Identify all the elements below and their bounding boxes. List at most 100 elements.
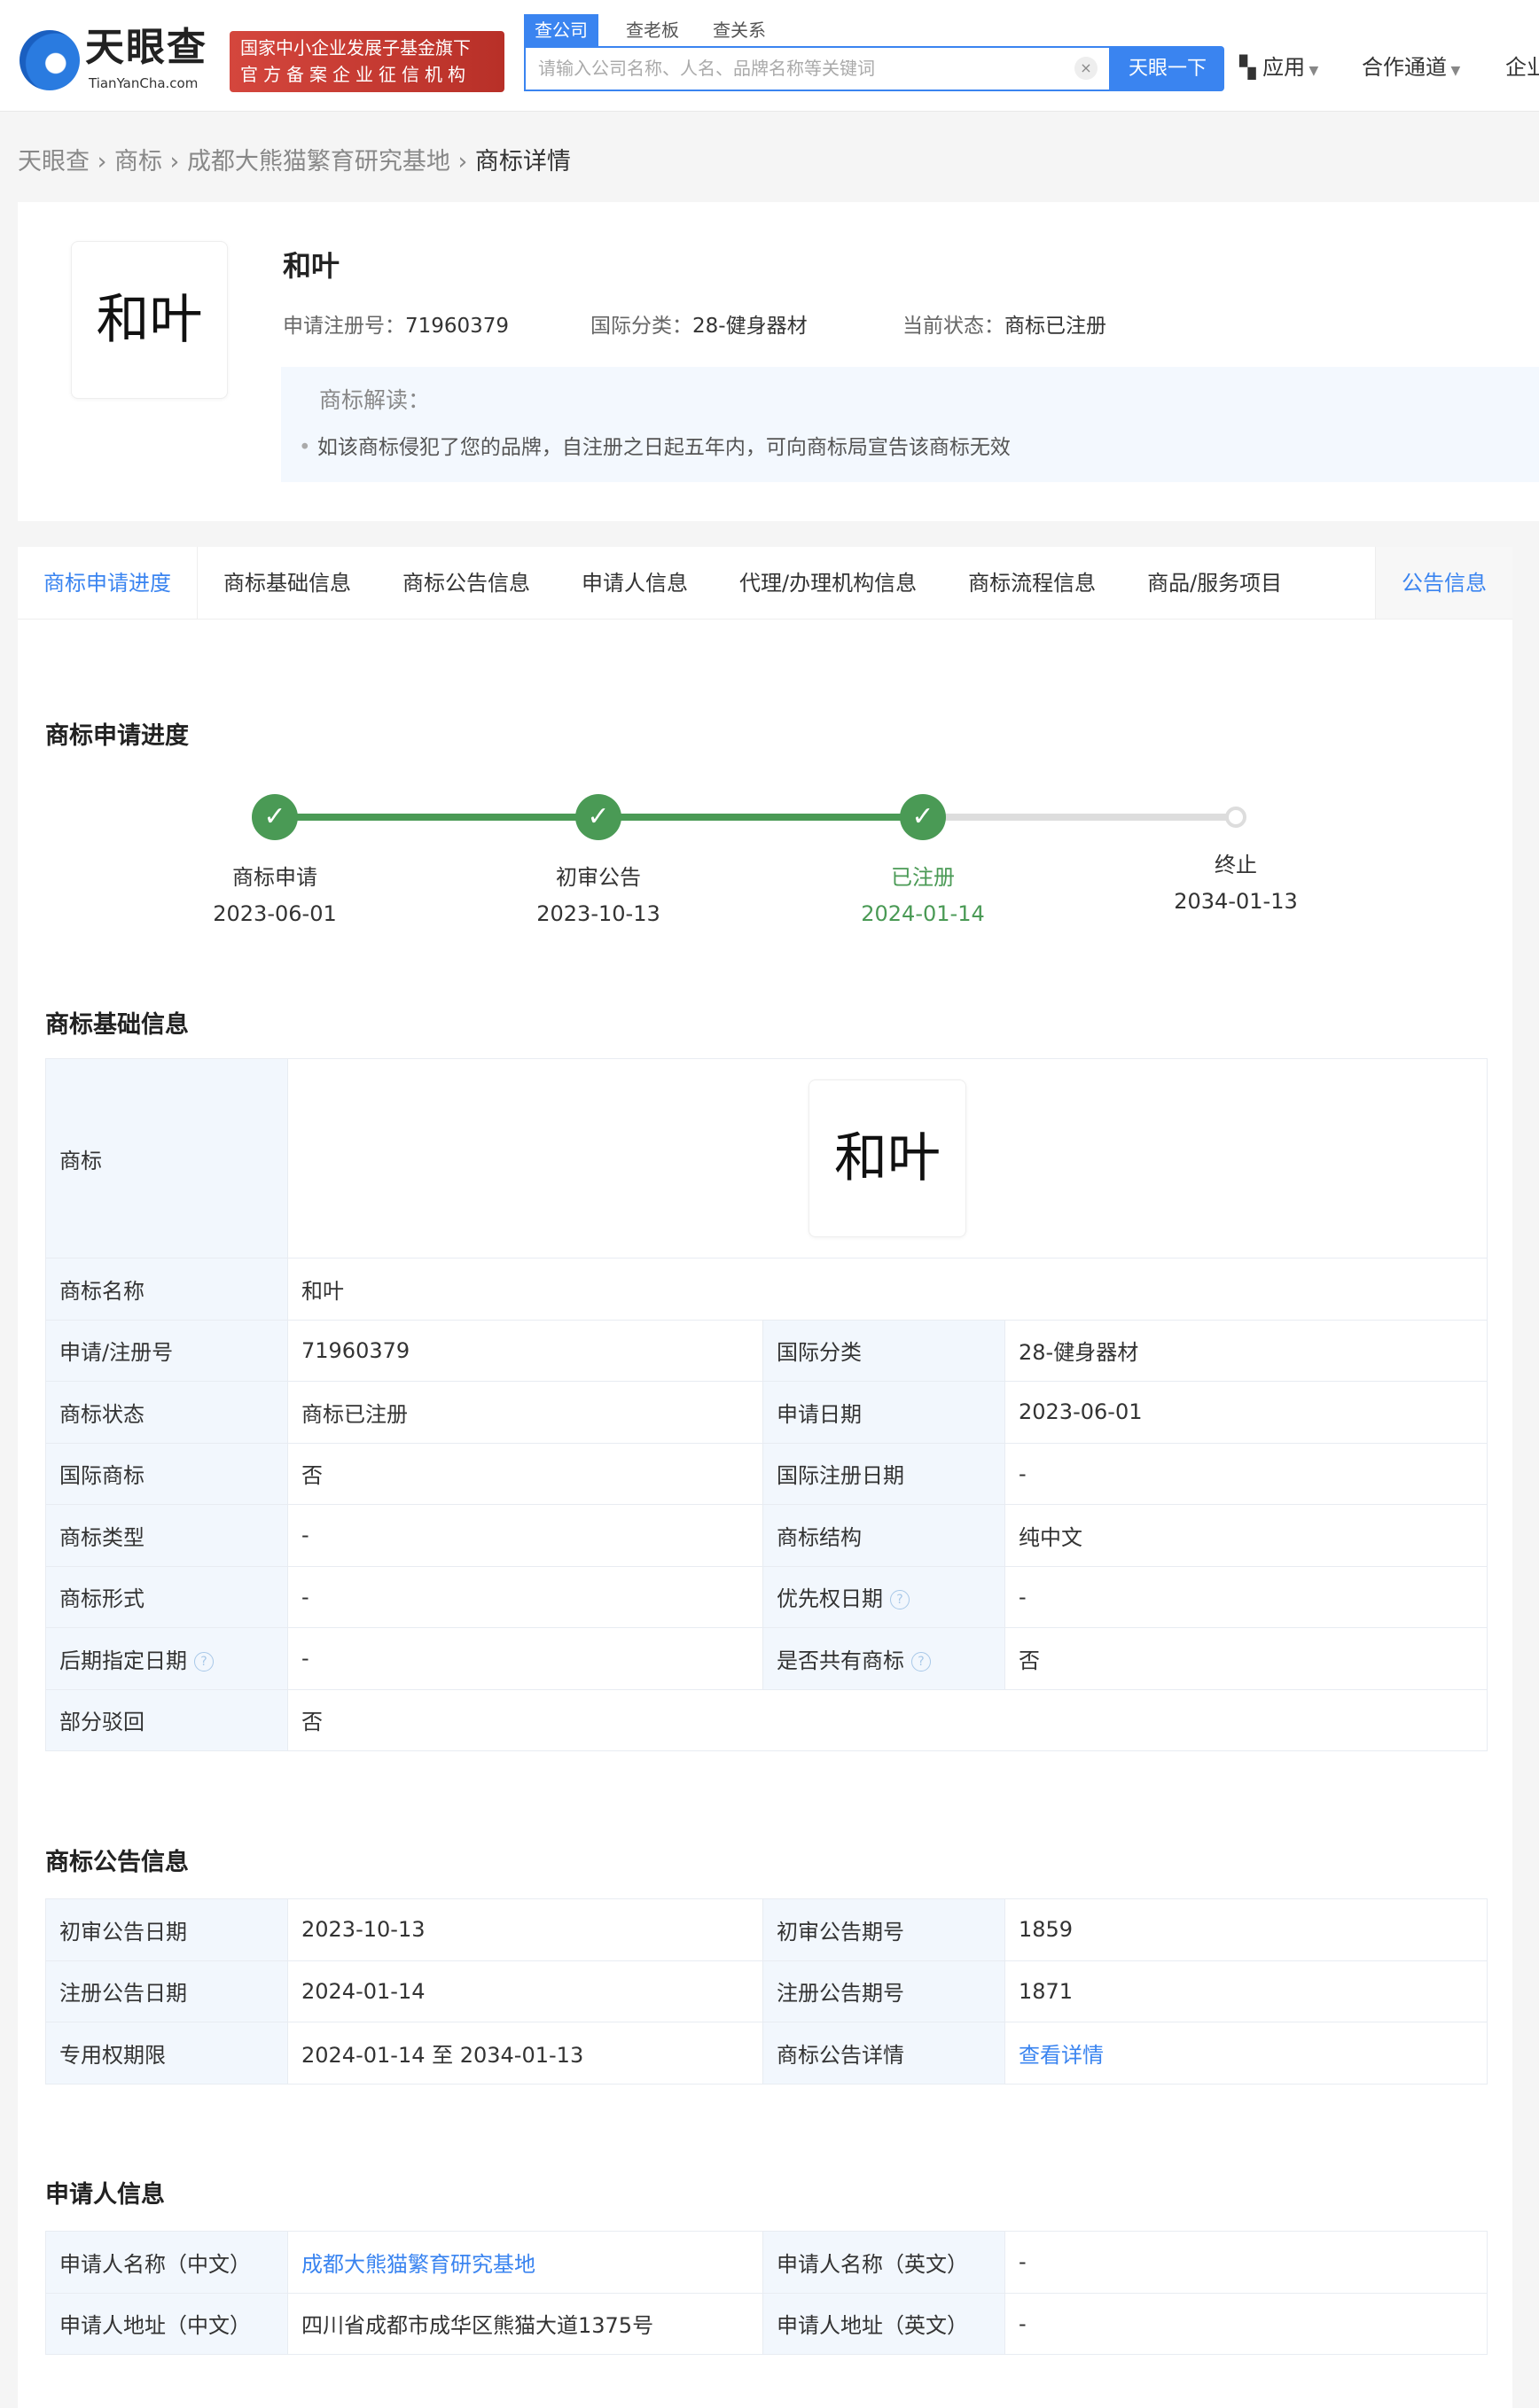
- cell-label: 申请人地址（中文）: [45, 2292, 288, 2355]
- cell-value: 1871: [1004, 1960, 1488, 2022]
- logo-text[interactable]: 天眼查: [85, 25, 207, 70]
- nav-enterprise[interactable]: 企业: [1505, 55, 1539, 80]
- value-text: 否: [301, 1710, 323, 1735]
- meta-value: 28-健身器材: [692, 315, 808, 338]
- trademark-image: 和叶: [809, 1079, 966, 1237]
- cell-value: 2024-01-14 至 2034-01-13: [287, 2022, 763, 2085]
- cell-label: 国际注册日期: [762, 1442, 1005, 1505]
- meta-status: 当前状态：商标已注册: [902, 308, 1106, 339]
- official-badge: 国家中小企业发展子基金旗下官方备案企业征信机构: [230, 31, 504, 92]
- search-button[interactable]: 天眼一下: [1111, 46, 1224, 91]
- label-text: 国际商标: [59, 1463, 145, 1489]
- label-text: 申请人名称（英文）: [777, 2251, 968, 2277]
- check-circle-icon: ✓: [252, 794, 298, 840]
- nav-label: 应用: [1262, 55, 1306, 80]
- value-text: 和叶: [301, 1278, 344, 1304]
- label-text: 商标结构: [777, 1524, 862, 1550]
- tab-goods-services[interactable]: 商品/服务项目: [1147, 571, 1283, 596]
- breadcrumb: 天眼查 › 商标 › 成都大熊猫繁育研究基地 › 商标详情: [18, 142, 571, 176]
- tab-process-info[interactable]: 商标流程信息: [968, 571, 1097, 596]
- label-text: 国际注册日期: [777, 1463, 904, 1489]
- value-link[interactable]: 成都大熊猫繁育研究基地: [301, 2251, 535, 2277]
- search-input[interactable]: 请输入公司名称、人名、品牌名称等关键词: [524, 46, 1111, 91]
- table-row: 商标形式-优先权日期?-: [45, 1565, 1488, 1628]
- tianyancha-logo-icon[interactable]: [20, 30, 80, 90]
- tab-basic-info[interactable]: 商标基础信息: [223, 571, 351, 596]
- cell-value: 1859: [1004, 1898, 1488, 1961]
- notice-title: 商标解读：: [319, 387, 431, 413]
- value-text: 2023-06-01: [1019, 1399, 1143, 1425]
- breadcrumb-trademark[interactable]: 商标: [113, 148, 162, 175]
- cell-value: 否: [287, 1688, 1488, 1751]
- value-text: 否: [1019, 1648, 1040, 1673]
- grid-icon: ▚: [1239, 55, 1263, 80]
- meta-label: 当前状态：: [902, 315, 1004, 338]
- cell-value: 2023-10-13: [287, 1898, 763, 1961]
- badge-line: 官方备案企业征信机构: [240, 64, 471, 85]
- label-text: 注册公告日期: [59, 1981, 187, 2007]
- search-tab-company[interactable]: 查公司: [524, 14, 598, 46]
- chevron-right-icon: ›: [449, 148, 475, 175]
- help-icon[interactable]: ?: [911, 1651, 931, 1672]
- caret-down-icon: ▼: [1447, 64, 1461, 78]
- meta-label: 国际分类：: [590, 315, 692, 338]
- value-text: 商标已注册: [301, 1401, 408, 1427]
- cell-label: 商标类型: [45, 1504, 288, 1567]
- cell-label: 优先权日期?: [762, 1565, 1005, 1628]
- table-row: 申请人名称（中文）成都大熊猫繁育研究基地申请人名称（英文）-: [45, 2231, 1488, 2294]
- cell-label: 申请日期: [762, 1381, 1005, 1444]
- value-text: -: [301, 1646, 309, 1672]
- breadcrumb-home[interactable]: 天眼查: [18, 148, 90, 175]
- cell-label: 商标公告详情: [762, 2022, 1005, 2085]
- label-text: 商标名称: [59, 1278, 145, 1304]
- section-title-announce: 商标公告信息: [45, 1849, 189, 1876]
- cell-value: -: [1004, 2292, 1488, 2355]
- trademark-notice: 商标解读： • 如该商标侵犯了您的品牌，自注册之日起五年内，可向商标局宣告该商标…: [281, 367, 1539, 482]
- table-row: 部分驳回 否: [45, 1688, 1488, 1751]
- table-row: 商标 和叶: [45, 1058, 1488, 1259]
- search-tab-relation[interactable]: 查关系: [713, 19, 766, 41]
- trademark-title: 和叶: [283, 249, 340, 283]
- label-text: 初审公告期号: [777, 1919, 904, 1944]
- badge-line: 国家中小企业发展子基金旗下: [240, 37, 471, 58]
- chevron-right-icon: ›: [90, 148, 114, 175]
- cell-label: 商标: [45, 1058, 288, 1259]
- help-icon[interactable]: ?: [194, 1651, 214, 1672]
- step-date: 2023-10-13: [536, 901, 660, 926]
- table-row: 申请人地址（中文）四川省成都市成华区熊猫大道1375号申请人地址（英文）-: [45, 2292, 1488, 2355]
- label-text: 优先权日期: [777, 1586, 883, 1612]
- cell-label: 注册公告日期: [45, 1960, 288, 2022]
- notice-text-content: 如该商标侵犯了您的品牌，自注册之日起五年内，可向商标局宣告该商标无效: [316, 436, 1011, 459]
- cell-value: -: [1004, 1442, 1488, 1505]
- tab-agency-info[interactable]: 代理/办理机构信息: [739, 571, 918, 596]
- meta-class: 国际分类：28-健身器材: [590, 308, 808, 339]
- label-text: 部分驳回: [59, 1710, 145, 1735]
- tab-progress[interactable]: 商标申请进度: [18, 547, 198, 619]
- tab-announcement-info[interactable]: 商标公告信息: [402, 571, 530, 596]
- cell-value: 否: [287, 1442, 763, 1505]
- tab-applicant-info[interactable]: 申请人信息: [582, 571, 688, 596]
- nav-apps[interactable]: ▚ 应用 ▼: [1239, 53, 1318, 82]
- cell-label: 国际分类: [762, 1319, 1005, 1382]
- value-text: 2024-01-14: [301, 1978, 426, 2004]
- value-text: 1859: [1019, 1917, 1074, 1943]
- search-tab-boss[interactable]: 查老板: [626, 19, 679, 41]
- clear-icon[interactable]: ×: [1074, 57, 1098, 80]
- value-text: 1871: [1019, 1978, 1074, 2004]
- breadcrumb-company[interactable]: 成都大熊猫繁育研究基地: [186, 148, 450, 175]
- label-text: 商标公告详情: [777, 2042, 904, 2068]
- value-text: -: [1019, 1461, 1027, 1486]
- value-text: 71960379: [301, 1337, 410, 1363]
- table-row: 商标名称 和叶: [45, 1258, 1488, 1321]
- progress-line-pending: [923, 814, 1236, 821]
- value-link[interactable]: 查看详情: [1019, 2042, 1104, 2068]
- help-icon[interactable]: ?: [890, 1590, 910, 1610]
- label-text: 国际分类: [777, 1340, 862, 1366]
- nav-partner[interactable]: 合作通道 ▼: [1362, 53, 1460, 82]
- tab-announcements[interactable]: 公告信息: [1375, 547, 1512, 619]
